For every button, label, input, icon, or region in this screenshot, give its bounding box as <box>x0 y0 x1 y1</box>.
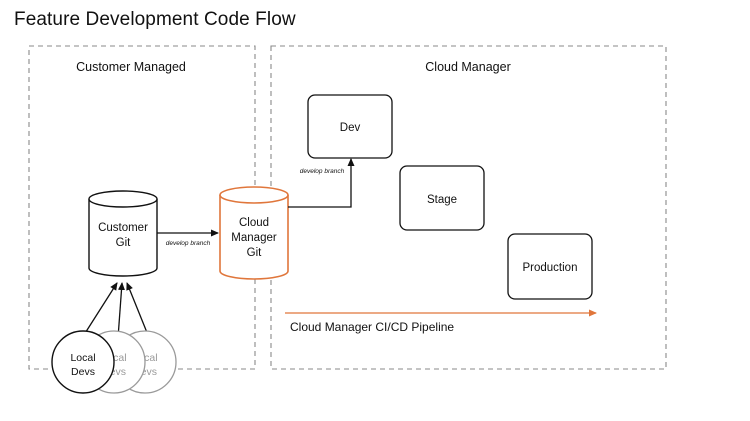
production-box: Production <box>507 233 593 300</box>
stage-label: Stage <box>427 194 457 206</box>
edge-label-develop-branch-2: develop branch <box>300 168 345 175</box>
cm-git-line-2: Manager <box>231 232 277 244</box>
pipeline-label: Cloud Manager CI/CD Pipeline <box>290 320 454 334</box>
customer-git-line-1: Customer <box>98 222 148 234</box>
production-label: Production <box>523 262 578 274</box>
cloud-manager-git-cylinder: Cloud Manager Git <box>219 186 289 280</box>
local-devs-circle-1: Local Devs <box>51 330 115 394</box>
customer-git-cylinder: Customer Git <box>88 190 158 277</box>
local-devs-1-line-1: Local <box>70 352 95 364</box>
page-title: Feature Development Code Flow <box>14 9 296 30</box>
customer-managed-label: Customer Managed <box>76 60 186 74</box>
stage-box: Stage <box>399 165 485 231</box>
edge-label-develop-branch-1: develop branch <box>166 240 211 247</box>
dev-box: Dev <box>307 94 393 159</box>
cloud-manager-label: Cloud Manager <box>425 60 510 74</box>
arrow-cm-git-to-dev <box>288 158 355 208</box>
arrow-local-dev-1 <box>81 282 118 339</box>
arrow-local-dev-2 <box>117 282 125 339</box>
dev-label: Dev <box>340 122 361 134</box>
customer-git-line-2: Git <box>116 237 132 249</box>
local-devs-1-line-2: Devs <box>71 366 95 378</box>
cm-git-line-3: Git <box>247 247 263 259</box>
cm-git-line-1: Cloud <box>239 217 269 229</box>
